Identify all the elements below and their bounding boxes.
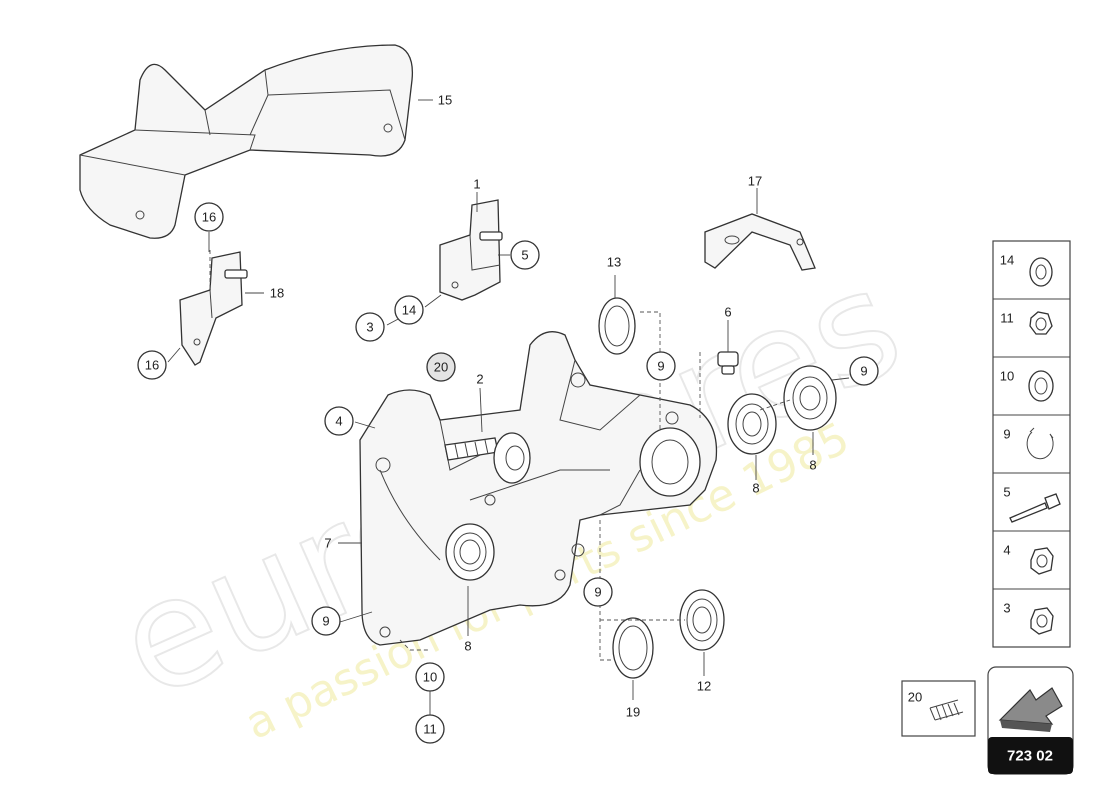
- locknut-icon: [1029, 311, 1053, 335]
- callouts: 15 1 17 18 13 6 2 7 8 8 8 19 12 16 16 5 …: [137, 93, 879, 744]
- callout-10[interactable]: 10: [423, 670, 437, 685]
- bolt-icon: [1009, 493, 1061, 523]
- callout-3[interactable]: 3: [366, 320, 373, 335]
- callout-9-left[interactable]: 9: [322, 614, 329, 629]
- leader-lines: [167, 99, 850, 700]
- bracket-17-part: [704, 213, 816, 271]
- callout-13[interactable]: 13: [607, 255, 621, 270]
- callout-11[interactable]: 11: [423, 722, 437, 737]
- legend-label-20: 20: [908, 690, 922, 705]
- callout-9-lower[interactable]: 9: [594, 585, 601, 600]
- circlip-icon: [1026, 427, 1054, 460]
- bracket-18-part: [179, 251, 248, 366]
- callout-15[interactable]: 15: [438, 93, 452, 108]
- legend-label-10: 10: [1000, 369, 1014, 384]
- legend-label-4: 4: [1003, 543, 1010, 558]
- callout-20[interactable]: 20: [434, 360, 448, 375]
- arrow-icon: [998, 687, 1063, 732]
- callout-5[interactable]: 5: [521, 248, 528, 263]
- legend-label-3: 3: [1003, 601, 1010, 616]
- legend-label-9: 9: [1003, 427, 1010, 442]
- callout-1[interactable]: 1: [473, 177, 480, 192]
- washer-19-part: [612, 617, 654, 679]
- hex-nut-icon: [1030, 607, 1054, 635]
- callout-9-upper[interactable]: 9: [657, 359, 664, 374]
- hardware-legend: 14 11 10 9 5 4 3: [992, 240, 1071, 648]
- legend-label-14: 14: [1000, 253, 1014, 268]
- heat-shield-part: [79, 44, 414, 239]
- callout-9-right[interactable]: 9: [860, 364, 867, 379]
- callout-8-right[interactable]: 8: [809, 458, 816, 473]
- spring-insert-icon: [929, 699, 964, 721]
- callout-18[interactable]: 18: [270, 286, 284, 301]
- stud-2-part: [444, 432, 531, 484]
- callout-7[interactable]: 7: [324, 536, 331, 551]
- callout-6[interactable]: 6: [724, 305, 731, 320]
- seal-12-part: [679, 589, 725, 651]
- bearing-8-middle: [727, 393, 777, 455]
- legend-spring-box: 20: [901, 680, 976, 737]
- callout-16-top[interactable]: 16: [202, 210, 216, 225]
- bearing-8-right: [783, 365, 837, 431]
- callout-4[interactable]: 4: [335, 414, 342, 429]
- legend-label-5: 5: [1003, 485, 1010, 500]
- nut-icon: [1030, 547, 1054, 575]
- bracket-1-part: [439, 199, 503, 301]
- callout-8-middle[interactable]: 8: [752, 481, 759, 496]
- callout-17[interactable]: 17: [748, 174, 762, 189]
- legend-label-11: 11: [1000, 311, 1014, 326]
- reference-badge: 723 02: [987, 666, 1074, 775]
- seal-13-part: [598, 297, 636, 355]
- reference-code: 723 02: [1007, 748, 1053, 765]
- callout-12[interactable]: 12: [697, 679, 711, 694]
- callout-8-lower[interactable]: 8: [464, 639, 471, 654]
- flat-washer-icon: [1028, 370, 1054, 402]
- screw-6-part: [717, 351, 739, 375]
- bearing-8-lower: [445, 523, 495, 581]
- washer-icon: [1029, 257, 1053, 287]
- callout-2[interactable]: 2: [476, 372, 483, 387]
- centre-lines: [209, 250, 791, 661]
- callout-14[interactable]: 14: [402, 303, 416, 318]
- callout-16-bottom[interactable]: 16: [145, 358, 159, 373]
- callout-19[interactable]: 19: [626, 705, 640, 720]
